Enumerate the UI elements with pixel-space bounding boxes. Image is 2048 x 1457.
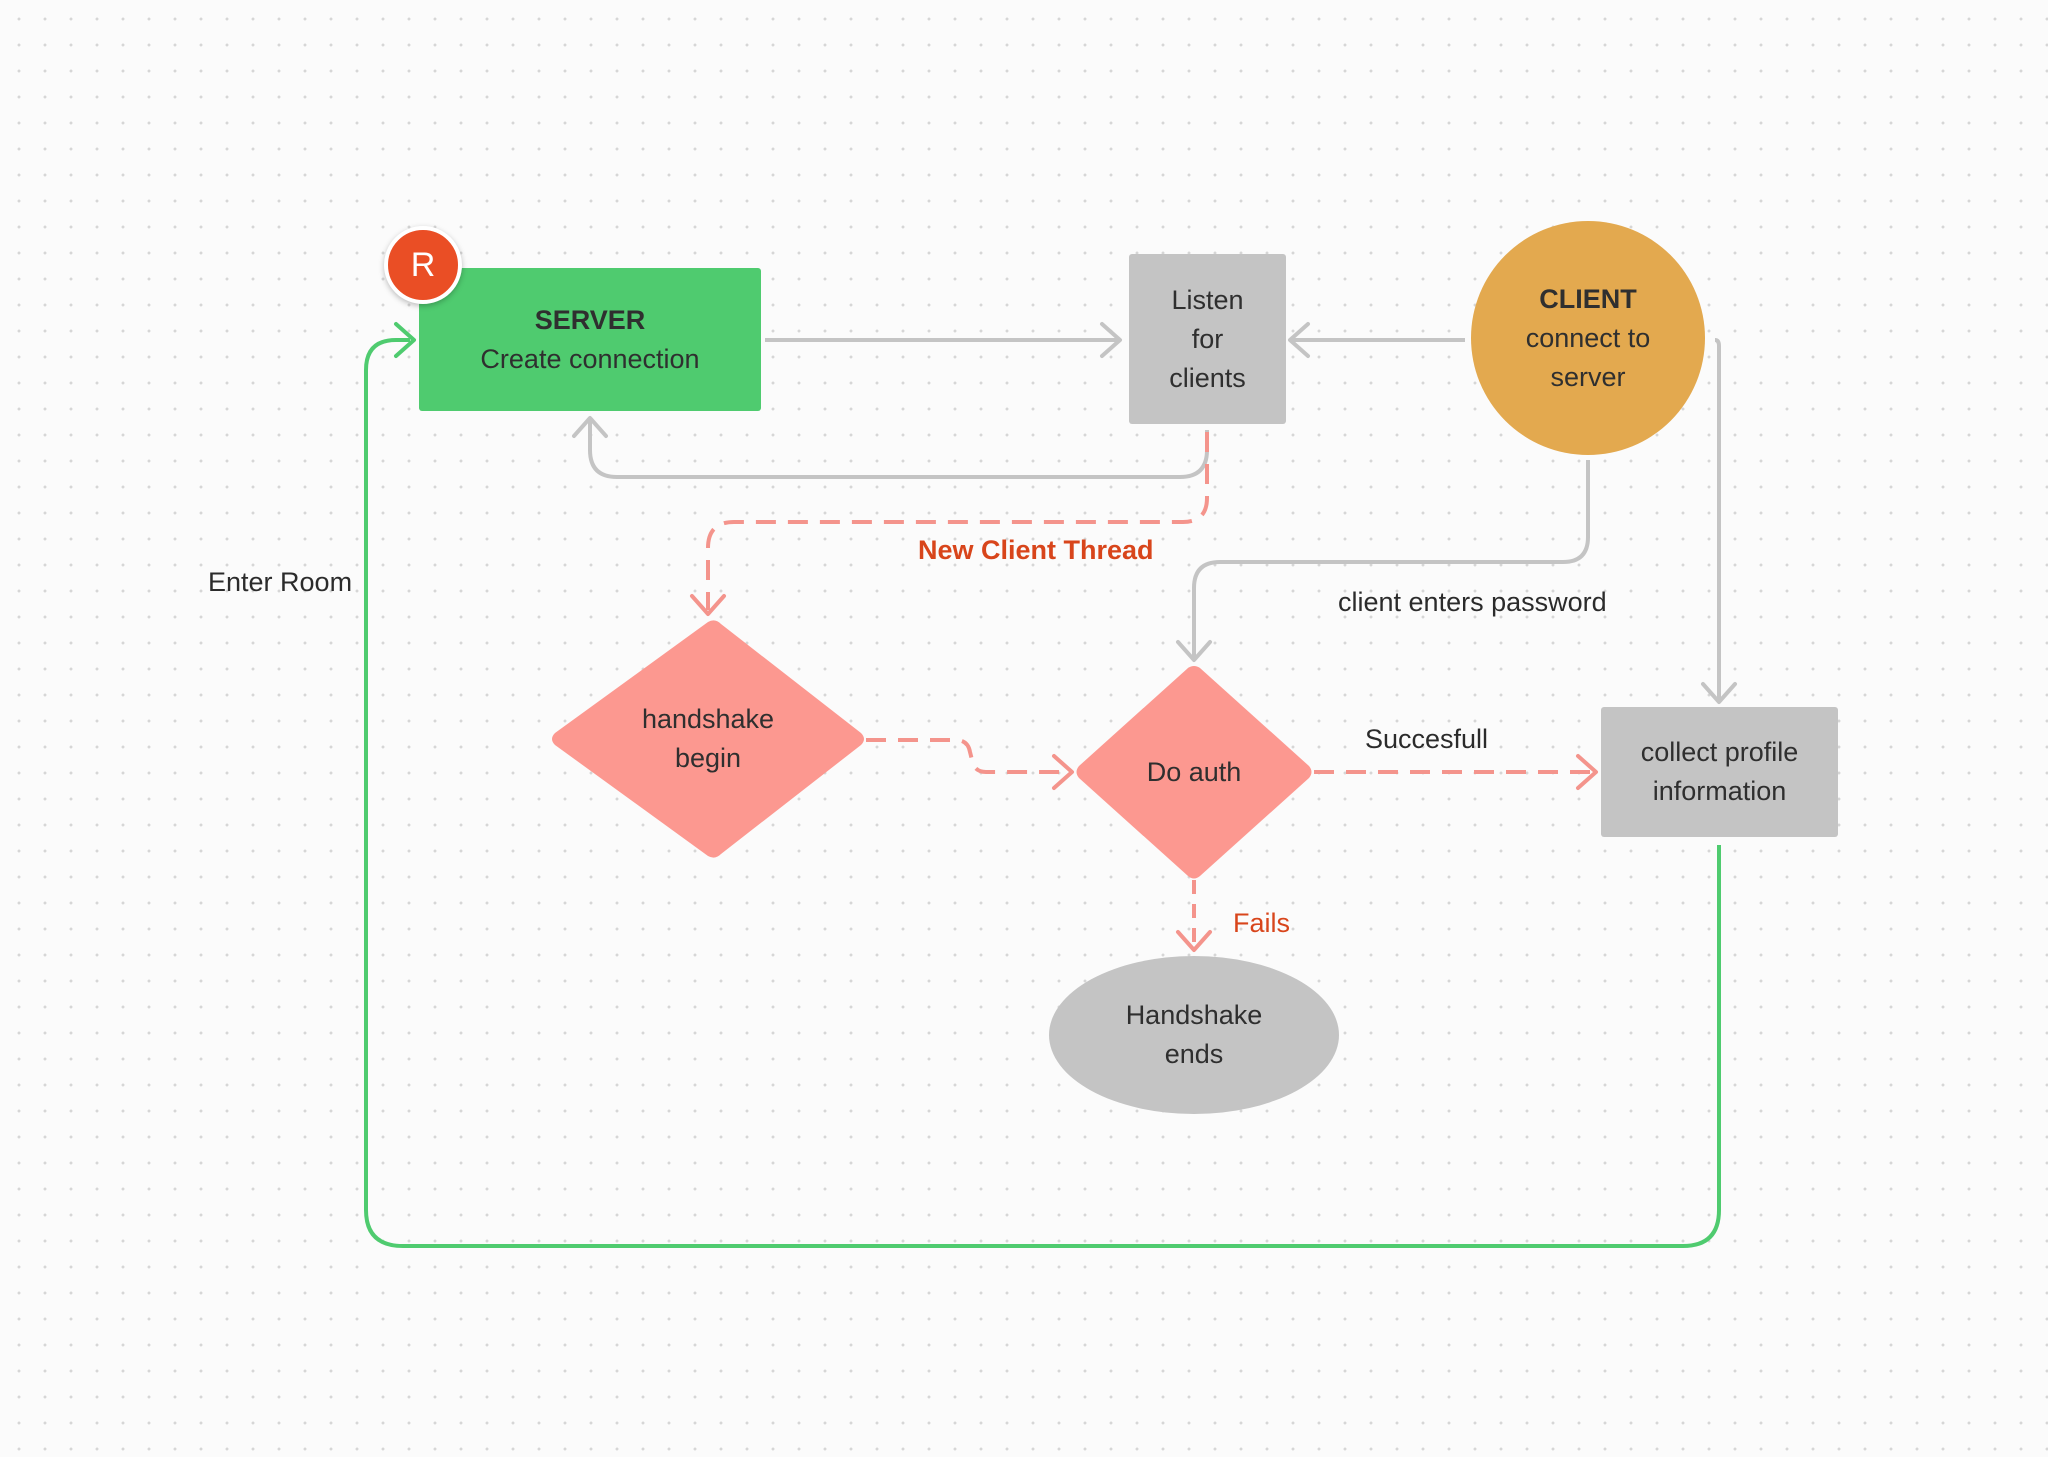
handshake-ends-line-2: ends	[1164, 1039, 1224, 1069]
do-auth-shape	[1076, 666, 1312, 879]
handshake-begin-line-1: handshake	[641, 704, 775, 734]
connector-client-to-profile[interactable]	[1714, 338, 1721, 700]
arrowhead-server-bottom	[572, 416, 608, 438]
arrowhead-server-left	[394, 322, 416, 358]
handshake-begin-shape	[552, 620, 864, 858]
connector-listen-to-handshake[interactable]	[706, 432, 1209, 610]
arrowhead-end-top	[1176, 930, 1212, 952]
avatar-initial: R	[410, 245, 436, 284]
arrowhead-listen-left	[1100, 322, 1122, 358]
client-title: CLIENT	[1539, 283, 1637, 314]
handshake-ends-line-1: Handshake	[1125, 1000, 1263, 1030]
server-subtitle: Create connection	[480, 343, 700, 374]
collect-profile-line-1: collect profile	[1640, 737, 1799, 767]
client-line-1: connect to	[1525, 322, 1651, 353]
edge-label-enter-room: Enter Room	[208, 567, 353, 597]
client-line-2: server	[1550, 361, 1626, 392]
connector-handshake-to-doauth[interactable]	[866, 738, 1068, 774]
arrowhead-listen-right	[1288, 322, 1310, 358]
connector-listen-to-server[interactable]	[588, 420, 1209, 479]
arrowhead-handshake-top	[690, 594, 726, 616]
handshake-ends-node[interactable]: Handshake ends	[1049, 956, 1339, 1114]
arrowhead-doauth-top	[1176, 640, 1212, 662]
collect-profile-line-2: information	[1652, 776, 1787, 806]
listen-node[interactable]: Listen for clients	[1129, 254, 1286, 424]
arrowhead-profile-top	[1701, 682, 1737, 704]
do-auth-label: Do auth	[1146, 756, 1242, 787]
edge-label-fails: Fails	[1233, 908, 1291, 938]
listen-line-1: Listen	[1171, 284, 1244, 315]
listen-line-2: for	[1191, 323, 1224, 354]
server-title: SERVER	[534, 304, 646, 335]
collaborator-avatar[interactable]: R	[384, 226, 462, 304]
server-node[interactable]: SERVER Create connection	[419, 268, 761, 411]
handshake-begin-line-2: begin	[674, 743, 742, 773]
edge-label-new-client-thread: New Client Thread	[918, 535, 1154, 565]
edge-label-client-enters-password: client enters password	[1338, 587, 1607, 617]
arrowhead-profile-left	[1576, 754, 1598, 790]
collect-profile-node[interactable]: collect profile information	[1601, 707, 1838, 837]
listen-line-3: clients	[1169, 362, 1246, 393]
connector-client-to-doauth[interactable]	[1192, 460, 1590, 658]
handshake-begin-node[interactable]: handshake begin	[549, 620, 867, 858]
client-node[interactable]: CLIENT connect to server	[1471, 221, 1705, 455]
arrowhead-doauth-left	[1052, 754, 1074, 790]
edge-label-succesfull: Succesfull	[1365, 724, 1489, 754]
connector-profile-to-server[interactable]	[364, 338, 1721, 1248]
do-auth-node[interactable]: Do auth	[1074, 665, 1314, 879]
